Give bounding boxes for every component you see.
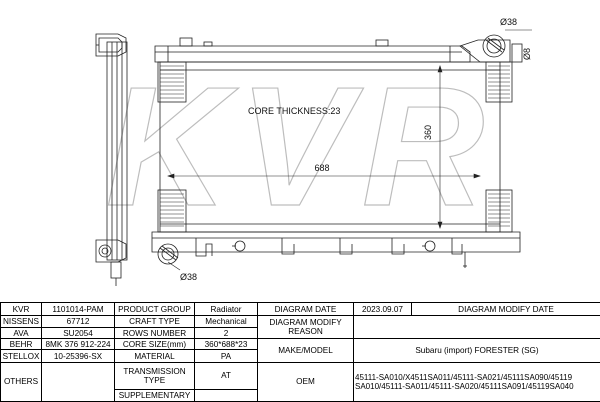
spec-table: KVR 1101014-PAM PRODUCT GROUP Radiator D… [0, 301, 600, 402]
ava-label: AVA [0, 327, 42, 340]
table-row: NISSENS 67712 CRAFT TYPE Mechanical DIAG… [0, 315, 600, 340]
diagram-modify-reason-value [353, 315, 600, 340]
supplementary-label: SUPPLEMENTARY [114, 388, 195, 402]
rows-number-label: ROWS NUMBER [114, 327, 195, 340]
oem-line-1: 45111-SA010/X4511SA011/45111-SA021/45111… [355, 372, 573, 382]
core-size-label: CORE SIZE(mm) [114, 338, 195, 351]
front-view [151, 34, 523, 268]
table-row: STELLOX 10-25396-SX MATERIAL PA [0, 349, 600, 363]
others-label: OTHERS [0, 361, 42, 402]
fin-hatching [160, 65, 510, 227]
table-row: KVR 1101014-PAM PRODUCT GROUP Radiator D… [0, 301, 600, 317]
stellox-label: STELLOX [0, 349, 42, 363]
transmission-label: TRANSMISSION TYPE [114, 361, 195, 390]
make-model-value: Subaru (import) FORESTER (SG) [353, 338, 600, 363]
behr-value: 8MK 376 912-224 [41, 338, 115, 351]
table-row: BEHR 8MK 376 912-224 CORE SIZE(mm) 360*6… [0, 338, 600, 363]
width-dimension-label: 688 [314, 163, 329, 173]
watermark-text: KVR [106, 52, 495, 242]
table-row: OTHERS TRANSMISSION TYPE AT OEM 45111-SA… [0, 361, 600, 402]
rows-number-value: 2 [194, 327, 258, 340]
ava-value: SU2054 [41, 327, 115, 340]
others-value [41, 361, 115, 402]
transmission-value: AT [194, 361, 258, 390]
diagram-date-label: DIAGRAM DATE [257, 301, 354, 317]
bottom-diameter-label: Ø38 [180, 272, 197, 282]
diagram-modify-reason-label: DIAGRAM MODIFY REASON [257, 315, 354, 340]
top-diameter-label: Ø38 [500, 17, 517, 27]
oem-line-2: SA010/45111-SA011/45111-SA020/45111SA091… [355, 381, 574, 391]
table-row: AVA SU2054 ROWS NUMBER 2 [0, 327, 600, 340]
oem-value: 45111-SA010/X4511SA011/45111-SA021/45111… [353, 361, 600, 402]
behr-label: BEHR [0, 338, 42, 351]
material-value: PA [194, 349, 258, 363]
radiator-drawing: KVR [95, 17, 532, 286]
product-group-value: Radiator [194, 301, 258, 317]
craft-type-label: CRAFT TYPE [114, 315, 195, 329]
product-group-label: PRODUCT GROUP [114, 301, 195, 317]
craft-type-value: Mechanical [194, 315, 258, 329]
core-size-value: 360*688*23 [194, 338, 258, 351]
kvr-value: 1101014-PAM [41, 301, 115, 317]
nissens-value: 67712 [41, 315, 115, 329]
side-view [95, 33, 128, 286]
table-row: SUPPLEMENTARY [1, 388, 600, 402]
oem-label: OEM [257, 361, 354, 402]
side-diameter-label: Ø8 [522, 48, 532, 60]
diagram-modify-date-label: DIAGRAM MODIFY DATE [411, 301, 600, 317]
diagram-date-value: 2023.09.07 [353, 301, 412, 317]
kvr-label: KVR [0, 301, 42, 317]
supplementary-value [194, 388, 258, 402]
height-dimension-label: 360 [423, 125, 433, 140]
material-label: MATERIAL [114, 349, 195, 363]
dimension-lines [167, 29, 532, 271]
nissens-label: NISSENS [0, 315, 42, 329]
core-thickness-label: CORE THICKNESS:23 [248, 106, 340, 116]
make-model-label: MAKE/MODEL [257, 338, 354, 363]
stellox-value: 10-25396-SX [41, 349, 115, 363]
